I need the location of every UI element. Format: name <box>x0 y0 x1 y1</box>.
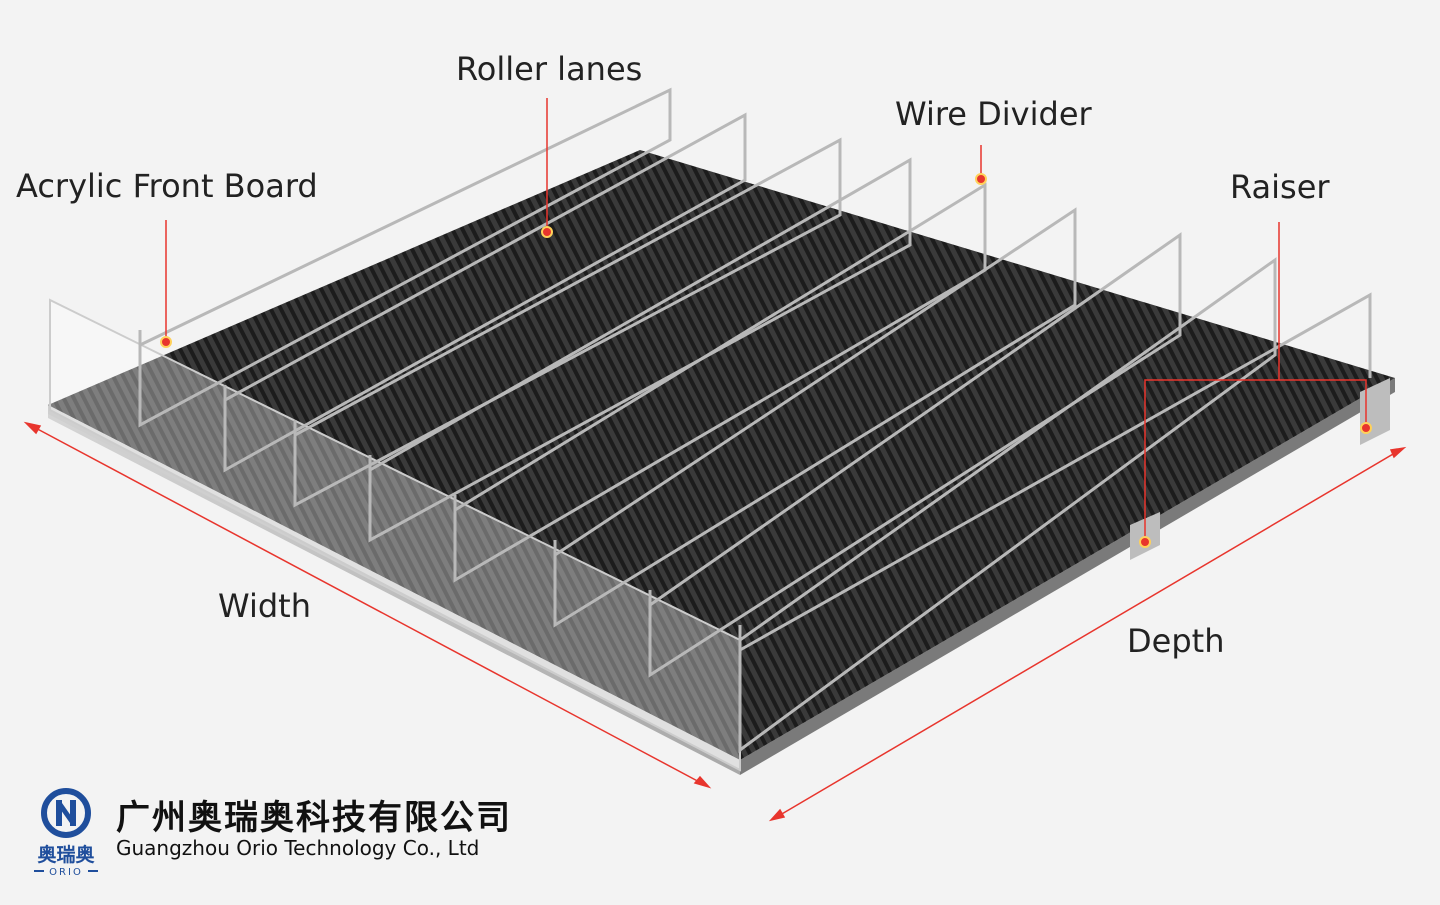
company-name-cn: 广州奥瑞奥科技有限公司 <box>116 798 512 838</box>
label-depth: Depth <box>1127 622 1225 660</box>
width-dimension <box>23 421 712 789</box>
label-acrylic-front-board: Acrylic Front Board <box>16 167 318 205</box>
label-raiser: Raiser <box>1230 168 1330 206</box>
depth-dimension <box>768 446 1407 822</box>
company-name-en: Guangzhou Orio Technology Co., Ltd <box>116 836 480 860</box>
label-width: Width <box>218 587 311 625</box>
orio-logo-icon: 奥瑞奥 ORIO <box>34 788 98 878</box>
tray-side-right <box>740 378 1395 775</box>
label-wire-divider: Wire Divider <box>895 95 1092 133</box>
label-roller-lanes: Roller lanes <box>456 50 643 88</box>
wire-dividers <box>138 87 1372 753</box>
svg-text:奥瑞奥: 奥瑞奥 <box>37 843 95 866</box>
roller-bed <box>48 150 1395 760</box>
acrylic-front-board <box>49 298 741 772</box>
svg-text:ORIO: ORIO <box>49 867 83 878</box>
callout-dots <box>160 173 1372 548</box>
callout-lines <box>165 98 1367 542</box>
